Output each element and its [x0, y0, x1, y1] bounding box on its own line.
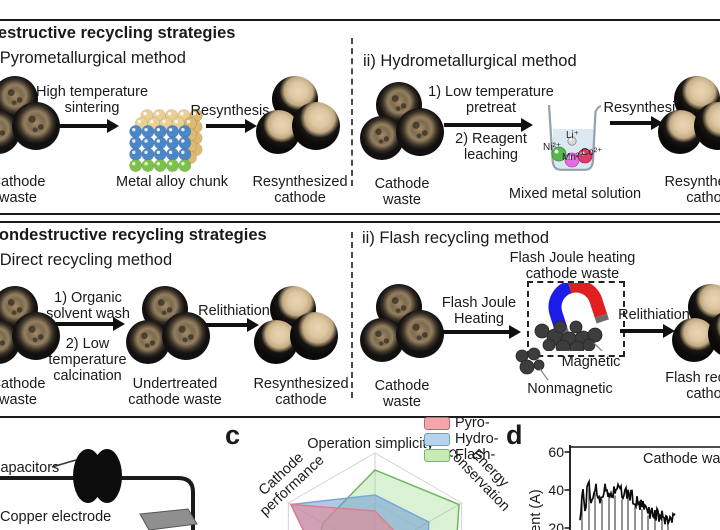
cathode-sphere [12, 312, 60, 360]
nonmagnetic-particles-icon [515, 347, 549, 381]
hydro-cathode-waste-icon [360, 82, 448, 166]
hydro-waste-label: Cathode waste [374, 176, 430, 209]
flash-recycled-icon [672, 284, 720, 368]
legend-hydro-label: Hydro- [455, 431, 499, 447]
pyro-arrow-2 [206, 119, 257, 133]
current-ylabel: Current (A) [527, 489, 544, 530]
undertreated-label: Undertreated cathode waste [128, 376, 222, 409]
ion-li-label: Li⁺ [566, 130, 580, 141]
cathode-sphere [12, 102, 60, 150]
alloy-label: Metal alloy chunk [115, 174, 229, 190]
pyro-title: i) Pyrometallurgical method [0, 49, 186, 67]
cathode-sphere [396, 310, 444, 358]
hydro-arrow-2 [610, 116, 663, 130]
radar-chart [287, 452, 463, 530]
pyro-resynthesis-label: Resynthesis [190, 103, 270, 119]
nondestructive-heading: Nondestructive recycling strategies [0, 226, 267, 244]
undertreated-waste-icon [126, 286, 214, 370]
hydro-title: ii) Hydrometallurgical method [363, 52, 577, 70]
legend-hydro-swatch [424, 432, 450, 446]
copper-electrode-label: Copper electrode [0, 509, 112, 525]
legend-flash-swatch [424, 448, 450, 462]
legend-hydro: Hydro- [424, 431, 499, 447]
direct-arrow-2 [206, 318, 259, 332]
ytick-60: 60 [548, 444, 564, 460]
flash-arrow-1 [442, 325, 521, 339]
nonmagnetic-label: Nonmagnetic [527, 381, 613, 397]
flash-title: ii) Flash recycling method [362, 229, 550, 247]
magnet-icon [534, 283, 609, 351]
flash-arrow-2 [620, 324, 675, 338]
ion-ni-label: Ni²⁺ [543, 142, 562, 153]
direct-cathode-waste-icon [0, 286, 64, 370]
direct-step2-label: 2) Low temperature calcination [48, 336, 127, 385]
direct-relithiation-label: Relithiation [198, 303, 270, 319]
panel-c-letter: c [225, 420, 241, 450]
pyro-cathode-waste-icon [0, 76, 64, 160]
pyro-arrow-1 [56, 119, 119, 133]
metal-alloy-chunk-icon [129, 109, 203, 172]
cathode-sphere [162, 312, 210, 360]
destructive-section-box [0, 19, 720, 215]
hydro-arrow-1 [444, 118, 533, 132]
direct-waste-label: Cathode waste [0, 376, 46, 409]
cathode-sphere [290, 312, 338, 360]
radar-axis-operation: Operation simplicity [307, 436, 434, 452]
ion-mn-label: Mn²⁺ [562, 152, 585, 163]
capacitors-label: Capacitors [0, 460, 60, 476]
flash-cathode-waste-icon [360, 284, 448, 368]
section2-divider [351, 232, 353, 398]
cathode-sphere [292, 102, 340, 150]
pyro-step1-label: High temperature sintering [35, 84, 149, 117]
flash-box-label: Flash Joule heating cathode waste [509, 250, 636, 283]
magnetic-label: Magnetic [561, 354, 621, 370]
pyro-waste-label: Cathode waste [0, 174, 46, 207]
mixed-solution-label: Mixed metal solution [508, 186, 642, 202]
hydro-step2-label: 2) Reagent leaching [455, 131, 527, 164]
legend-flash: Flash- [424, 447, 495, 463]
panel-d-letter: d [506, 420, 523, 450]
direct-title: i) Direct recycling method [0, 251, 173, 269]
flash-relithiation-label: Relithiation [618, 307, 690, 323]
direct-resynthesized-icon [254, 286, 342, 370]
legend-pyro-label: Pyro- [455, 415, 490, 431]
pyro-resynthesized-icon [256, 76, 344, 160]
hydro-result-label: Resynthesized cathode [664, 174, 720, 207]
cathode-sphere [708, 310, 720, 358]
legend-pyro-swatch [424, 416, 450, 430]
beaker-icon [547, 104, 602, 171]
current-plot-title: Cathode waste [643, 451, 720, 467]
legend-flash-label: Flash- [455, 447, 496, 463]
magnet-separation-box [527, 281, 625, 357]
flash-waste-label: Cathode waste [374, 378, 430, 411]
circuit-diagram [0, 449, 198, 530]
cathode-sphere [396, 108, 444, 156]
section1-divider [351, 38, 353, 186]
destructive-heading: Destructive recycling strategies [0, 24, 236, 42]
hydro-step1-label: 1) Low temperature pretreat [428, 84, 554, 117]
direct-result-label: Resynthesized cathode [253, 376, 349, 409]
direct-step1-label: 1) Organic solvent wash [46, 290, 130, 323]
current-plot [564, 445, 720, 530]
ytick-20: 20 [548, 520, 564, 530]
hydro-resynthesized-icon [658, 76, 720, 160]
ytick-40: 40 [548, 482, 564, 498]
ion-co-label: Co²⁺ [581, 147, 603, 158]
pyro-result-label: Resynthesized cathode [252, 174, 348, 207]
flash-result-label: Flash recycled cathode [665, 370, 720, 403]
direct-arrow-1 [56, 317, 125, 331]
magnetic-particles-icon [534, 320, 603, 351]
hydro-resynthesis-label: Resynthesis [603, 100, 683, 116]
flash-arrow1-label: Flash Joule Heating [441, 295, 517, 328]
legend-pyro: Pyro- [424, 415, 490, 431]
